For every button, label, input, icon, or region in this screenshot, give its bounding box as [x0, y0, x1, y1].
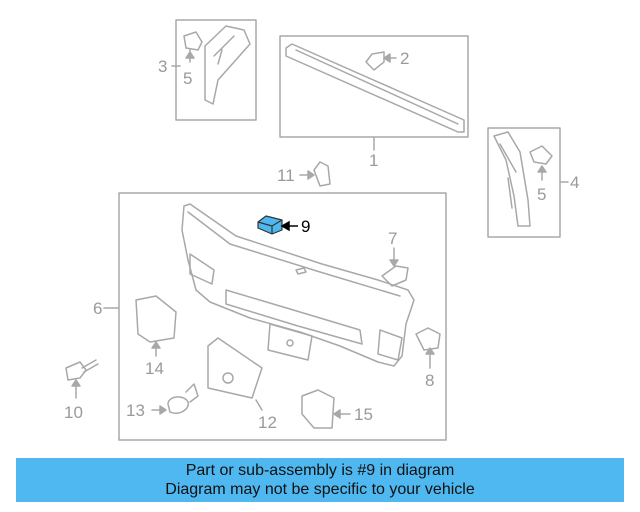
info-banner: Part or sub-assembly is #9 in diagram Di…	[16, 458, 624, 502]
pad-15	[301, 389, 335, 429]
banner-line-2: Diagram may not be specific to your vehi…	[165, 481, 475, 498]
clip-7	[381, 265, 409, 287]
weatherstrip	[285, 43, 465, 133]
fastener-13	[167, 396, 189, 414]
pillar-trim-right	[493, 131, 531, 227]
box-pillar-left	[175, 19, 257, 121]
cover-12	[207, 337, 263, 399]
callout-14: 14	[145, 359, 164, 378]
door-trim-panel	[181, 203, 415, 367]
callout-13: 13	[126, 401, 145, 420]
callout-10: 10	[64, 403, 83, 422]
callout-11: 11	[277, 166, 295, 185]
callout-4: 4	[570, 173, 579, 192]
clip-8	[415, 327, 441, 351]
box-weatherstrip	[279, 35, 469, 138]
callout-9: 9	[301, 217, 310, 236]
clip-5-left	[183, 31, 203, 51]
clip-11	[313, 161, 331, 187]
part-9-highlighted	[257, 215, 283, 235]
pad-14	[135, 295, 177, 343]
callout-5-left: 5	[183, 69, 192, 88]
callout-15: 15	[354, 405, 373, 424]
callout-2: 2	[400, 49, 409, 68]
pillar-trim-left	[204, 25, 251, 105]
callout-6: 6	[93, 299, 102, 318]
banner-line-1: Part or sub-assembly is #9 in diagram	[185, 462, 455, 479]
box-trim-panel	[118, 192, 447, 441]
callout-3: 3	[158, 57, 167, 76]
callout-1: 1	[369, 151, 378, 170]
callout-5-right: 5	[537, 185, 546, 204]
clip-5-right	[529, 145, 553, 165]
clip-2	[365, 51, 385, 71]
callout-12: 12	[258, 413, 277, 432]
screw-10	[65, 361, 87, 381]
callout-7: 7	[388, 229, 397, 248]
callout-8: 8	[425, 371, 434, 390]
